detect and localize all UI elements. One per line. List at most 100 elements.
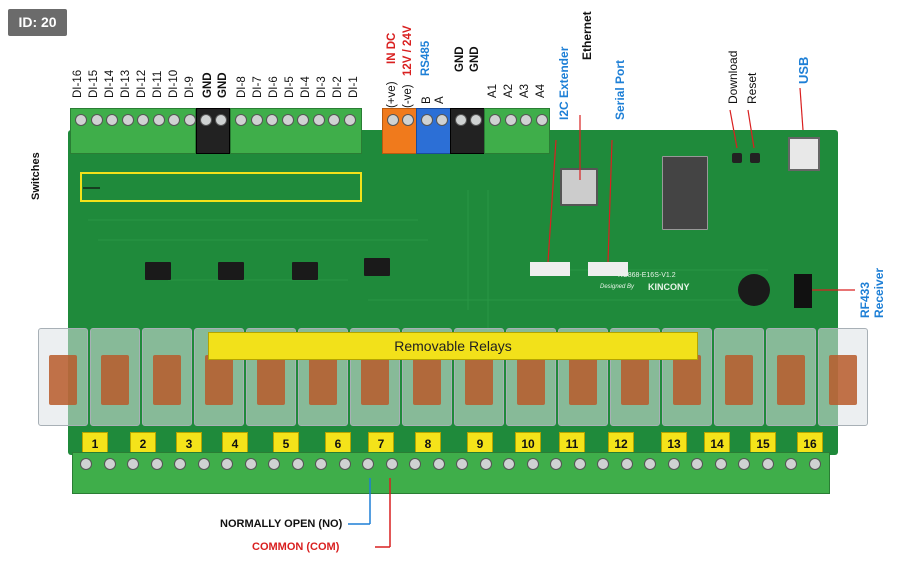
- terminal-screw: [597, 458, 609, 470]
- relay-coil: [413, 355, 441, 405]
- chip: [364, 258, 390, 276]
- i2c-connector: [530, 262, 570, 276]
- relay: [818, 328, 868, 426]
- power-terminal-block: [382, 108, 418, 154]
- terminal-screw: [761, 458, 774, 470]
- ethernet-label: Ethernet: [580, 11, 594, 60]
- terminal-screw: [432, 458, 445, 470]
- terminal-screw: [297, 114, 309, 126]
- terminal-screw: [315, 458, 327, 470]
- terminal-screw: [470, 114, 482, 126]
- terminal-screw: [127, 458, 139, 470]
- terminal-screw: [489, 114, 501, 126]
- terminal-screw: [387, 114, 399, 126]
- relay-coil: [101, 355, 129, 405]
- usb-pointer: [799, 87, 804, 131]
- power-plus-label: (+ve): [386, 81, 398, 108]
- download-button[interactable]: [732, 153, 742, 163]
- terminal-screw: [785, 458, 797, 470]
- gnd-label-2: GND: [469, 46, 481, 72]
- terminal-screw: [362, 458, 374, 470]
- relay-output-terminal: [72, 452, 830, 494]
- switches-label: Switches: [30, 152, 42, 200]
- di-label-di-15: DI-15: [88, 69, 100, 98]
- terminal-screw: [573, 458, 586, 470]
- di-label-di-8: DI-8: [236, 76, 248, 98]
- di-terminal-block-right: [230, 108, 362, 154]
- di-label-gnd: GND: [202, 72, 214, 98]
- in-dc-label: IN DC: [386, 32, 398, 64]
- terminal-screw: [106, 114, 118, 126]
- board-model-text: KC868-E16S-V1.2: [618, 272, 676, 279]
- ethernet-port: [560, 168, 598, 206]
- terminal-screw: [235, 114, 247, 126]
- terminal-screw: [90, 114, 103, 126]
- analog-a2-label: A2: [503, 83, 515, 98]
- terminal-screw: [402, 114, 414, 126]
- terminal-screw: [808, 458, 821, 470]
- di-label-di-1: DI-1: [348, 76, 360, 98]
- power-minus-label: (-ve): [402, 84, 414, 108]
- terminal-screw: [183, 114, 196, 126]
- usb-port[interactable]: [788, 137, 820, 171]
- terminal-screw: [385, 458, 398, 470]
- relay-coil: [49, 355, 77, 405]
- terminal-screw: [221, 458, 233, 470]
- di-label-di-11: DI-11: [152, 70, 164, 98]
- relay-coil: [569, 355, 597, 405]
- relay-coil: [205, 355, 233, 405]
- analog-a3-label: A3: [519, 83, 531, 98]
- common-label: COMMON (COM): [252, 541, 340, 553]
- relay-coil: [829, 355, 857, 405]
- relay-coil: [517, 355, 545, 405]
- download-label: Download: [726, 50, 740, 104]
- chip: [145, 262, 171, 280]
- gnd-label-1: GND: [454, 46, 466, 72]
- terminal-screw: [409, 458, 421, 470]
- designed-by-text: Designed By: [600, 284, 635, 290]
- di-label-di-12: DI-12: [136, 69, 148, 98]
- rs485-b-label: B: [421, 96, 433, 104]
- gnd-terminal-block-right: [450, 108, 486, 154]
- id-badge: ID: 20: [8, 9, 67, 36]
- terminal-screw: [738, 458, 750, 470]
- terminal-screw: [520, 114, 532, 126]
- terminal-screw: [526, 458, 539, 470]
- terminal-screw: [436, 114, 448, 126]
- relay-coil: [309, 355, 337, 405]
- terminal-screw: [343, 114, 356, 126]
- serial-connector: [588, 262, 628, 276]
- rs485-label: RS485: [420, 40, 432, 76]
- terminal-screw: [714, 458, 727, 470]
- terminal-screw: [197, 458, 210, 470]
- di-label-di-13: DI-13: [120, 69, 132, 98]
- terminal-screw: [338, 458, 351, 470]
- terminal-screw: [691, 458, 703, 470]
- di-label-di-3: DI-3: [316, 76, 328, 98]
- terminal-screw: [268, 458, 280, 470]
- rs485-terminal-block: [416, 108, 452, 154]
- terminal-screw: [150, 458, 163, 470]
- terminal-screw: [456, 458, 468, 470]
- switches-highlight: [80, 172, 362, 202]
- chip: [292, 262, 318, 280]
- di-label-di-5: DI-5: [284, 76, 296, 98]
- reset-label: Reset: [745, 72, 759, 104]
- terminal-screw: [291, 458, 304, 470]
- analog-a1-label: A1: [487, 83, 499, 98]
- brand-text: KINCONY: [648, 282, 690, 292]
- rf433-receiver: [794, 274, 812, 308]
- relay-coil: [725, 355, 753, 405]
- terminal-screw: [103, 458, 116, 470]
- voltage-label: 12V / 24V: [402, 25, 414, 76]
- di-label-di-2: DI-2: [332, 76, 344, 98]
- rf433-label: RF433 Receiver: [858, 267, 886, 318]
- relay-coil: [621, 355, 649, 405]
- di-label-di-10: DI-10: [168, 69, 180, 98]
- di-label-di-16: DI-16: [72, 69, 84, 98]
- terminal-screw: [503, 458, 515, 470]
- reset-button[interactable]: [750, 153, 760, 163]
- terminal-screw: [620, 458, 633, 470]
- relay-coil: [777, 355, 805, 405]
- terminal-screw: [550, 458, 562, 470]
